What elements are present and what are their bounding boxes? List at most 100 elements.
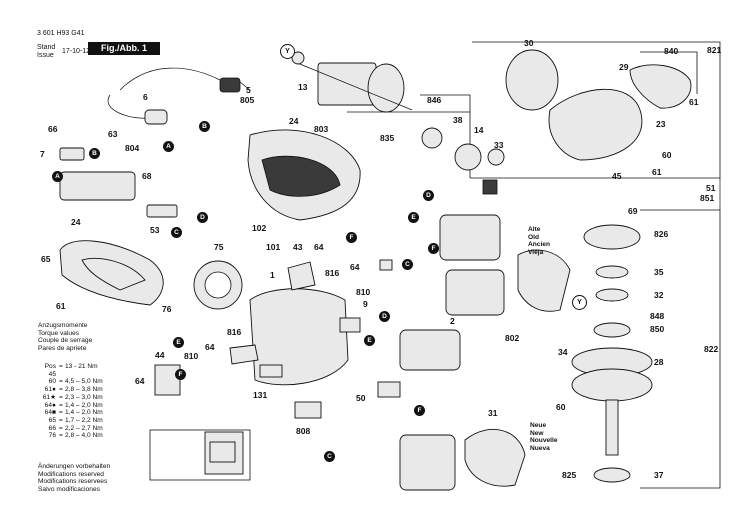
torque-value: 2,3 – 3,0 Nm (65, 393, 103, 401)
torque-value: 2,8 – 4,0 Nm (65, 432, 103, 440)
callout-f: F (428, 243, 439, 254)
part-number: 33 (494, 140, 504, 150)
part-number: 61 (652, 167, 662, 177)
torque-value: 2,8 – 3,8 Nm (65, 386, 103, 394)
part-number: 64 (350, 262, 360, 272)
callout-a: A (163, 141, 174, 152)
callout-d: D (197, 212, 208, 223)
callout-b: B (199, 121, 210, 132)
part-number: 13 (298, 82, 308, 92)
part-number: 9 (363, 299, 368, 309)
torque-eq: = (59, 424, 63, 432)
part-number: 45 (612, 171, 622, 181)
part-number: 63 (108, 129, 118, 139)
callout-d: D (423, 190, 434, 201)
part-number: 64 (205, 342, 215, 352)
torque-pos: 76 (48, 432, 56, 440)
change-note: Salvo modificaciones (38, 486, 100, 494)
version-old-text: Ancien (528, 241, 550, 248)
part-number: 51 (706, 183, 716, 193)
part-number: 38 (453, 115, 463, 125)
torque-value: 1,7 – 2,2 Nm (65, 416, 103, 424)
torque-pos: 64■ (44, 409, 56, 417)
part-number: 61 (689, 97, 699, 107)
callout-b: B (89, 148, 100, 159)
torque-row: 61●=2,8 – 3,8 Nm (38, 386, 148, 394)
callout-y: Y (280, 44, 295, 59)
part-number: 821 (707, 45, 722, 55)
version-old-text: Vieja (528, 248, 544, 256)
part-number: 848 (650, 311, 665, 321)
torque-eq: = (59, 432, 63, 440)
part-number: 28 (654, 357, 664, 367)
part-number: 804 (125, 143, 140, 153)
part-number: 29 (619, 62, 629, 72)
torque-title: Couple de serrage (38, 337, 93, 345)
part-number: 2 (450, 316, 455, 326)
callout-e: E (364, 335, 375, 346)
part-number: 30 (524, 38, 534, 48)
part-number: 803 (314, 124, 329, 134)
callout-f: F (414, 405, 425, 416)
version-new-text: New (530, 429, 544, 437)
version-old-text: Old (528, 233, 539, 241)
torque-row: Pos 45=13 - 21 Nm (38, 363, 148, 378)
version-new-text: Nueva (530, 444, 550, 452)
issue-date: 17-10-12 (62, 48, 91, 55)
part-number: 60 (556, 402, 566, 412)
part-number: 835 (380, 133, 395, 143)
torque-row: 61★=2,3 – 3,0 Nm (38, 394, 148, 402)
figure-label: Fig./Abb. 1 (88, 42, 160, 55)
part-number: 53 (150, 225, 160, 235)
callout-d: D (379, 311, 390, 322)
callout-f: F (346, 232, 357, 243)
part-number: 65 (41, 254, 51, 264)
part-number: 1 (270, 270, 275, 280)
version-old-label: Alte Old Ancien Vieja (528, 226, 550, 256)
part-number: 24 (71, 217, 81, 227)
torque-row: 60=4,5 – 5,0 Nm (38, 378, 148, 386)
part-number: 805 (240, 95, 255, 105)
part-number: 43 (293, 242, 303, 252)
part-number: 7 (40, 149, 45, 159)
torque-pos: 65 (48, 416, 56, 424)
part-number: 102 (252, 223, 267, 233)
stand-label: Stand (37, 44, 56, 51)
part-number: 64 (314, 242, 324, 252)
callout-e: E (408, 212, 419, 223)
part-number: 850 (650, 324, 665, 334)
part-number: 851 (700, 193, 715, 203)
part-number: 76 (162, 304, 172, 314)
part-number: 44 (155, 350, 165, 360)
part-number: 31 (488, 408, 498, 418)
part-number: 23 (656, 119, 666, 129)
part-number: 50 (356, 393, 366, 403)
torque-row: 65=1,7 – 2,2 Nm (38, 417, 148, 425)
change-note: Modifications reservees (38, 478, 108, 486)
torque-eq: = (59, 409, 63, 417)
part-number: 66 (48, 124, 58, 134)
torque-pos: 64● (44, 401, 56, 409)
part-number: 840 (664, 46, 679, 56)
torque-eq: = (59, 401, 63, 409)
part-number: 810 (184, 351, 199, 361)
change-notes: Änderungen vorbehalten Modifications res… (38, 463, 110, 494)
torque-row: 76=2,8 – 4,0 Nm (38, 432, 148, 440)
torque-value: 1,4 – 2,0 Nm (65, 409, 103, 417)
part-number: 825 (562, 470, 577, 480)
torque-value: 13 - 21 Nm (65, 363, 98, 370)
version-new-label: Neue New Nouvelle Nueva (530, 422, 557, 452)
part-number: 32 (654, 290, 664, 300)
torque-pos: 60 (48, 378, 56, 386)
torque-pos: Pos 45 (44, 363, 56, 378)
torque-pos: 61★ (42, 393, 56, 401)
torque-value: 4,5 – 5,0 Nm (65, 378, 103, 386)
part-number: 816 (227, 327, 242, 337)
torque-row: 64●=1,4 – 2,0 Nm (38, 402, 148, 410)
torque-value: 1,4 – 2,0 Nm (65, 401, 103, 409)
torque-pos: 61● (44, 386, 56, 394)
change-note: Modifications reserved (38, 470, 104, 478)
torque-eq: = (59, 363, 63, 370)
part-number: 68 (142, 171, 152, 181)
